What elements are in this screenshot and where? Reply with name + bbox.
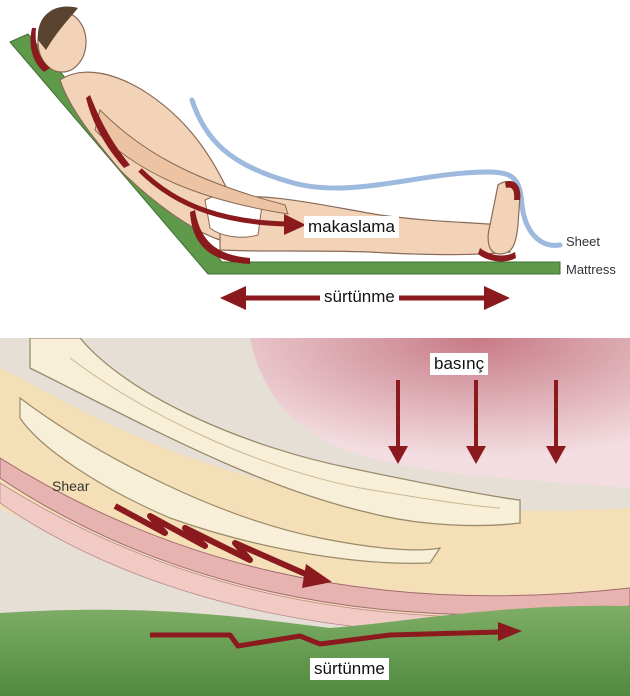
patient-body <box>38 7 520 255</box>
tissue-cross-section-diagram: basınç Shear sürtünme <box>0 338 630 696</box>
shear-label: makaslama <box>304 216 399 238</box>
shear-label-bottom: Shear <box>52 478 89 494</box>
mattress-label: Mattress <box>566 262 616 277</box>
patient-bed-illustration <box>0 0 630 330</box>
sheet-label: Sheet <box>566 234 600 249</box>
friction-label-bottom: sürtünme <box>310 658 389 680</box>
pressure-label: basınç <box>430 353 488 375</box>
patient-bed-diagram: makaslama sürtünme Sheet Mattress <box>0 0 630 330</box>
friction-arrowhead-right <box>484 286 510 310</box>
tissue-illustration <box>0 338 630 696</box>
friction-arrowhead-left <box>220 286 246 310</box>
friction-label: sürtünme <box>320 286 399 308</box>
